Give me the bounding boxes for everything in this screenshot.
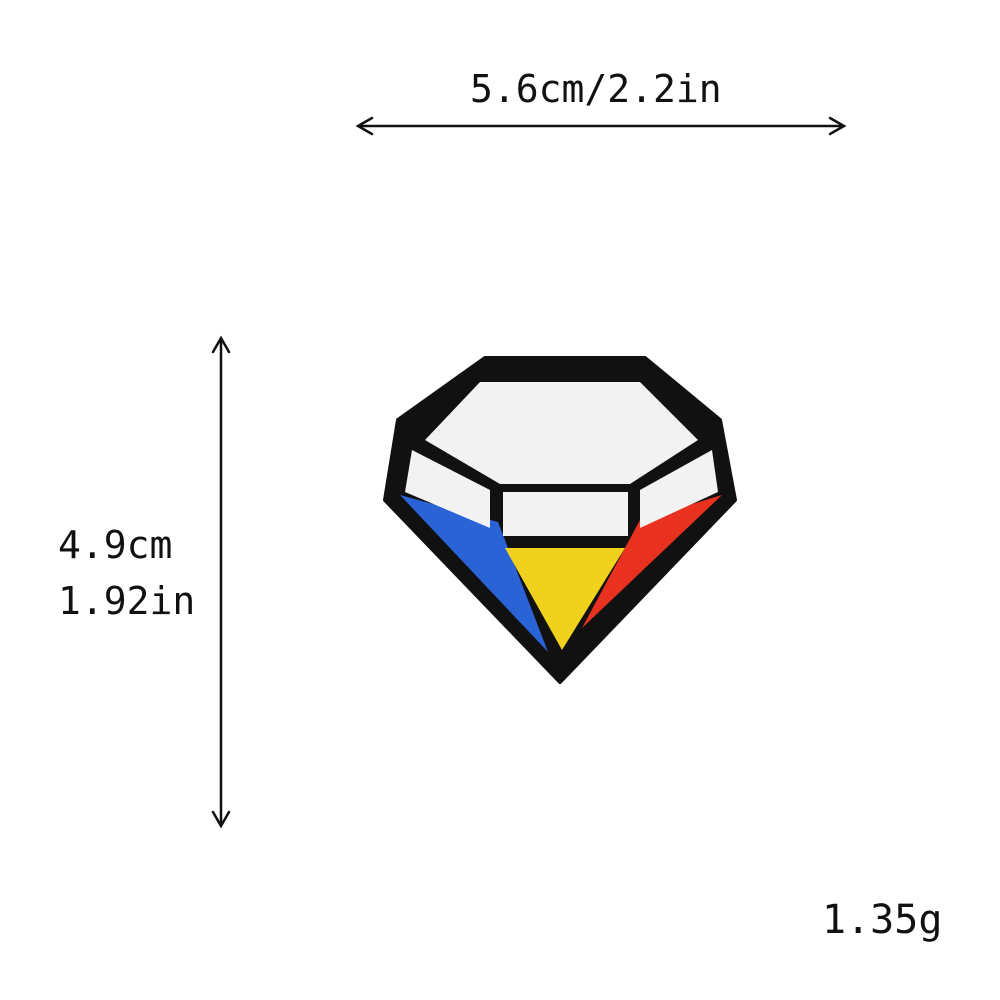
- width-arrow: [355, 116, 847, 136]
- blue-facet: [400, 495, 548, 652]
- top-table-facet: [425, 382, 698, 484]
- height-in-label: 1.92in: [58, 579, 196, 623]
- red-facet: [582, 495, 722, 628]
- yellow-facet: [505, 548, 625, 650]
- width-label: 5.6cm/2.2in: [470, 67, 722, 111]
- left-crown-facet: [405, 450, 490, 528]
- height-arrow: [211, 335, 231, 829]
- center-crown-facet: [503, 492, 628, 536]
- weight-label: 1.35g: [822, 897, 943, 943]
- height-cm-label: 4.9cm: [58, 523, 173, 567]
- right-crown-facet: [640, 450, 718, 528]
